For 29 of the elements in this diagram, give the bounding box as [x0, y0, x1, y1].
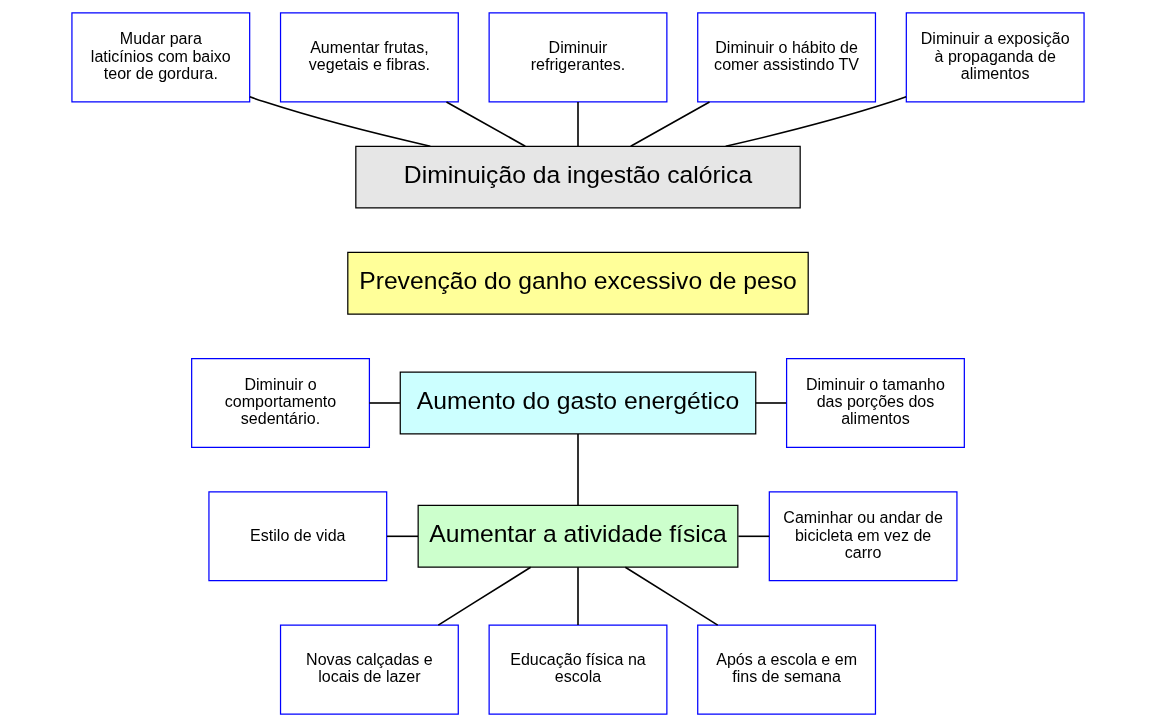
- connector: [737, 535, 770, 538]
- node-box: Aumentar a atividade física: [417, 504, 738, 568]
- node-box: Novas calçadas e locais de lazer: [279, 624, 459, 715]
- connector: [368, 402, 401, 404]
- node-box: Prevenção do ganho excessivo de peso: [346, 251, 809, 315]
- node-box: Diminuir refrigerantes.: [488, 12, 667, 103]
- node-box: Após a escola e em fins de semana: [696, 624, 876, 715]
- node-box: Estilo de vida: [207, 491, 387, 582]
- connector: [445, 101, 526, 148]
- node-box: Aumentar frutas, vegetais e fibras.: [279, 12, 459, 103]
- connector: [576, 566, 579, 626]
- node-box: Diminuir o comportamento sedentário.: [190, 357, 370, 449]
- node-box: Diminuir o hábito de comer assistindo TV: [696, 12, 876, 103]
- connector: [724, 96, 907, 147]
- connector: [248, 96, 431, 147]
- node-box: Mudar para laticínios com baixo teor de gordura.: [70, 12, 250, 103]
- node-box: Diminuição da ingestão calórica: [354, 145, 801, 209]
- node-box: Aumento do gasto energético: [399, 371, 756, 435]
- node-box: Diminuir a exposição à propaganda de alimentos: [905, 12, 1085, 103]
- connector: [629, 101, 710, 148]
- node-box: Educação física na escola: [488, 624, 667, 715]
- connector: [385, 535, 419, 538]
- node-box: Diminuir o tamanho das porções dos alimentos: [785, 357, 965, 449]
- connector: [576, 433, 579, 506]
- node-box: Caminhar ou andar de bicicleta em vez de carro: [768, 491, 958, 582]
- connector: [576, 101, 579, 148]
- connector: [624, 566, 718, 626]
- connector: [437, 566, 531, 626]
- connector: [754, 402, 787, 404]
